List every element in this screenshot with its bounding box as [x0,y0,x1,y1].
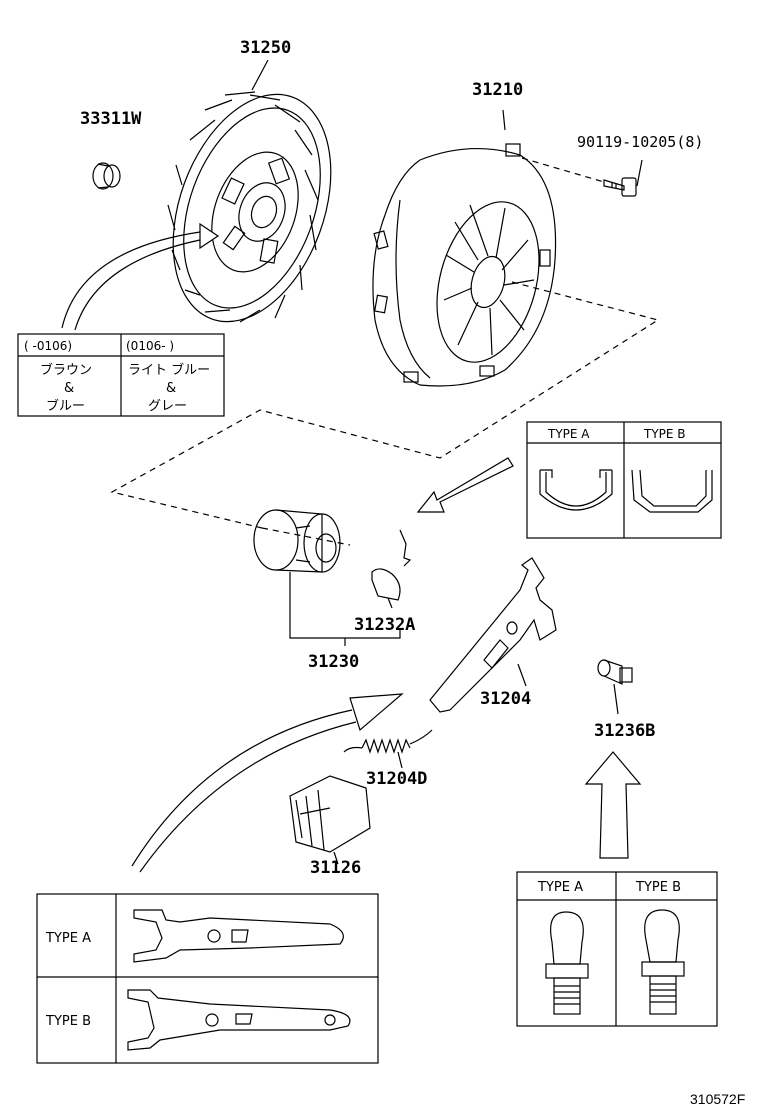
disc-arrow [61,222,220,331]
color-col2-line2: & [166,381,176,396]
release-fork-drawing[interactable] [429,557,557,713]
color-col2-header: (0106- ) [126,339,174,353]
dashed-leaders [110,157,660,546]
release-bearing-drawing[interactable] [253,509,401,646]
fork-type-b-label: TYPE B [45,1014,91,1029]
label-clutch-cover[interactable]: 31210 [472,80,523,100]
clip-type-box [526,421,722,539]
color-table [17,333,225,417]
fork-spring-drawing[interactable] [343,729,433,769]
label-clutch-disc[interactable]: 31250 [240,38,291,58]
color-col2-line1: ライト ブルー [128,362,210,378]
label-pivot[interactable]: 31236B [594,721,655,741]
pivot-type-b-label: TYPE B [635,880,681,895]
sleeve-drawing[interactable] [92,162,121,190]
fork-type-box [36,893,379,1064]
color-col1-header: ( -0106) [24,339,72,353]
label-release-bearing[interactable]: 31230 [308,652,359,672]
label-bolt[interactable]: 90119-10205(8) [577,133,703,151]
clutch-cover-drawing[interactable] [372,109,557,387]
label-sleeve[interactable]: 33311W [80,109,142,129]
clutch-disc-drawing[interactable] [144,59,360,344]
label-fork-spring[interactable]: 31204D [366,769,427,789]
color-col1-line2: & [64,381,74,396]
label-boot[interactable]: 31126 [310,858,361,878]
figure-id: 310572F [690,1091,745,1107]
color-col1-line1: ブラウン [40,362,92,378]
boot-drawing[interactable] [289,775,371,865]
pivot-type-box [516,871,718,1027]
bolt-drawing[interactable] [603,159,643,197]
color-col1-line3: ブルー [46,398,85,414]
pivot-type-a-label: TYPE A [537,880,583,895]
pivot-drawing[interactable] [597,659,633,715]
bearing-arrow [416,457,514,513]
clip-drawing[interactable] [371,529,412,609]
fork-type-a-label: TYPE A [45,931,91,946]
label-clip[interactable]: 31232A [354,615,415,635]
label-release-fork[interactable]: 31204 [480,689,531,709]
color-col2-line3: グレー [148,399,187,414]
fork-arrow [131,693,404,873]
clip-type-a-label: TYPE A [547,427,590,441]
pivot-arrow [584,751,642,859]
clip-type-b-label: TYPE B [643,427,686,441]
